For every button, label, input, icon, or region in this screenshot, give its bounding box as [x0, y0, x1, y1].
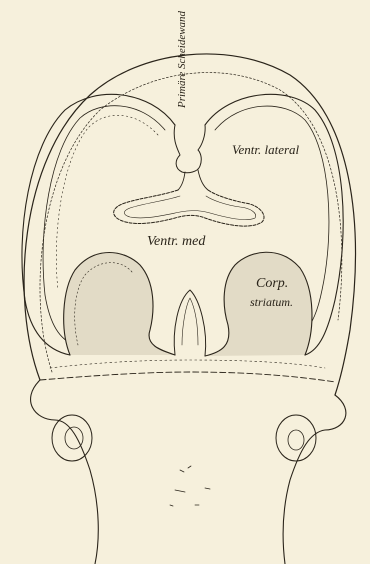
corp-striatum-label-line2: striatum.	[250, 295, 293, 310]
corp-striatum-label-line1: Corp.	[256, 276, 288, 292]
left-eye	[52, 415, 92, 461]
lower-outline-right	[283, 395, 346, 564]
lower-midline-marks	[170, 466, 210, 506]
base-line-1	[40, 372, 335, 382]
ventr-med-label: Ventr. med	[147, 234, 205, 250]
ventr-lateral-label: Ventr. lateral	[232, 142, 299, 158]
septum-bulb	[174, 125, 205, 173]
left-corpus	[64, 253, 175, 356]
ventr-med-outline	[114, 190, 264, 226]
primary-septum-label: Primäre Scheidewand	[176, 11, 188, 108]
septum-stalk	[178, 170, 208, 190]
lower-outline-left	[31, 380, 99, 564]
central-notch	[174, 290, 205, 356]
ventr-med-inner	[124, 196, 255, 220]
base-line-2	[50, 360, 325, 368]
central-notch-inner	[182, 298, 198, 345]
